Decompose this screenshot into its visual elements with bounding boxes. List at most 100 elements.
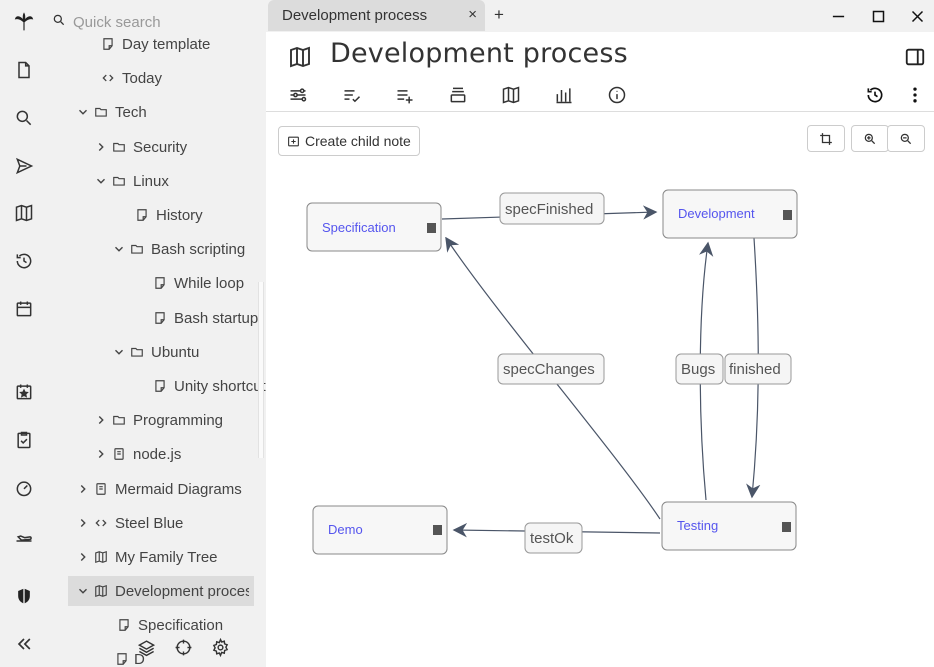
chevron-down-icon[interactable] [110,240,128,258]
svg-text:specFinished: specFinished [505,201,593,218]
reset-pan-zoom-button[interactable] [807,125,845,152]
note-icon [115,616,133,634]
more-options-icon[interactable] [902,82,928,108]
maximize-icon[interactable] [868,6,888,26]
node-testing[interactable]: Testing [661,501,797,551]
app-logo-icon[interactable] [10,8,38,36]
minimize-icon[interactable] [828,6,848,26]
tree-node-ubuntu[interactable]: Ubuntu [110,337,199,367]
starred-calendar-icon[interactable] [10,378,38,406]
edge-label-test-ok[interactable]: testOk [524,522,583,554]
chevron-down-icon[interactable] [110,343,128,361]
close-tab-icon[interactable]: × [468,6,477,23]
shield-icon[interactable] [10,582,38,610]
tree-node-tech[interactable]: Tech [74,97,147,127]
drag-handle[interactable] [783,210,792,220]
tree-node-label: Linux [133,172,169,190]
zoom-in-icon [864,133,876,144]
close-window-icon[interactable] [907,6,927,26]
tree-node-development-process[interactable]: Development process [68,576,254,606]
info-icon[interactable] [604,82,630,108]
note-properties-icon[interactable] [285,82,311,108]
layers-icon[interactable] [135,636,157,658]
collapse-sidebar-icon[interactable] [10,630,38,658]
drag-handle[interactable] [782,522,791,532]
airplane-icon[interactable] [10,522,38,550]
node-specification[interactable]: Specification [306,202,442,252]
tree-node-while-loop[interactable]: While loop [151,268,244,298]
zoom-in-button[interactable] [851,125,889,152]
note-map-icon[interactable] [498,82,524,108]
zoom-out-button[interactable] [887,125,925,152]
node-demo[interactable]: Demo [312,505,448,555]
node-development[interactable]: Development [662,189,798,239]
quick-search-input[interactable] [73,10,258,34]
note-title[interactable]: Development process [330,38,628,69]
create-child-note-button[interactable]: Create child note [278,126,420,156]
tree-scrollbar[interactable] [258,282,264,458]
tree-node-nodejs[interactable]: node.js [92,439,181,469]
promoted-attributes-icon[interactable] [339,82,365,108]
tree-node-security[interactable]: Security [92,132,187,162]
gear-icon[interactable] [209,636,231,658]
tree-node-label: Programming [133,411,224,429]
tree-node-steel-blue[interactable]: Steel Blue [74,508,183,538]
edge-label-finished[interactable]: finished [724,353,792,385]
search-icon[interactable] [10,104,38,132]
edge-label-spec-changes[interactable]: specChanges [497,353,605,385]
tree-node-day-template[interactable]: Day template [99,29,210,59]
calendar-icon[interactable] [10,295,38,323]
edge-label-bugs[interactable]: Bugs [675,353,724,385]
tree-node-my-family-tree[interactable]: My Family Tree [74,542,218,572]
tree-node-label: node.js [133,445,182,463]
chevron-right-icon[interactable] [92,411,110,429]
chevron-right-icon[interactable] [74,514,92,532]
new-tab-icon[interactable]: + [494,5,504,24]
send-icon[interactable] [10,152,38,180]
folder-icon [128,240,146,258]
tree-node-specification[interactable]: Specification [115,610,223,640]
tree-node-bash-scripting[interactable]: Bash scripting [110,234,245,264]
tree-node-unity-shortcuts[interactable]: Unity shortcuts [151,371,266,401]
chevron-right-icon[interactable] [92,138,110,156]
relation-map-canvas[interactable]: Specification Development Demo Testing [266,113,934,667]
tree-node-development[interactable]: Development [115,644,145,667]
chevron-right-icon[interactable] [74,480,92,498]
svg-text:Bugs: Bugs [681,361,715,378]
task-list-icon[interactable] [10,426,38,454]
history-icon[interactable] [10,247,38,275]
bar-chart-icon[interactable] [551,82,577,108]
chevron-right-icon[interactable] [92,445,110,463]
note-revisions-icon[interactable] [862,82,888,108]
folder-icon [92,103,110,121]
note-icon [115,650,129,667]
drag-handle[interactable] [433,525,442,535]
tree-node-label: Mermaid Diagrams [115,480,242,498]
chevron-right-icon[interactable] [74,548,92,566]
tree-node-label: Today [122,69,163,87]
svg-text:finished: finished [729,361,781,378]
drag-handle[interactable] [427,223,436,233]
note-icon [151,377,169,395]
map-icon [92,548,110,566]
tree-node-bash-startup[interactable]: Bash startup [151,303,258,333]
tree-node-linux[interactable]: Linux [92,166,169,196]
tree-node-mermaid-diagrams[interactable]: Mermaid Diagrams [74,474,242,504]
chevron-down-icon[interactable] [74,103,92,121]
note-title-row: Development process [266,34,934,78]
new-note-icon[interactable] [10,56,38,84]
toggle-right-pane-icon[interactable] [904,46,926,68]
tree-node-history[interactable]: History [133,200,203,230]
chevron-down-icon[interactable] [74,582,92,600]
edge-label-spec-finished[interactable]: specFinished [499,192,605,225]
owned-attributes-icon[interactable] [392,82,418,108]
relation-map-diagram[interactable]: Specification Development Demo Testing [266,113,934,667]
tree-node-programming[interactable]: Programming [92,405,223,435]
dashboard-gauge-icon[interactable] [10,474,38,502]
tree-node-today[interactable]: Today [99,63,162,93]
tab-development-process[interactable]: Development process × [268,0,485,31]
chevron-down-icon[interactable] [92,172,110,190]
map-icon[interactable] [10,199,38,227]
crosshair-icon[interactable] [172,636,194,658]
inherited-attributes-icon[interactable] [445,82,471,108]
